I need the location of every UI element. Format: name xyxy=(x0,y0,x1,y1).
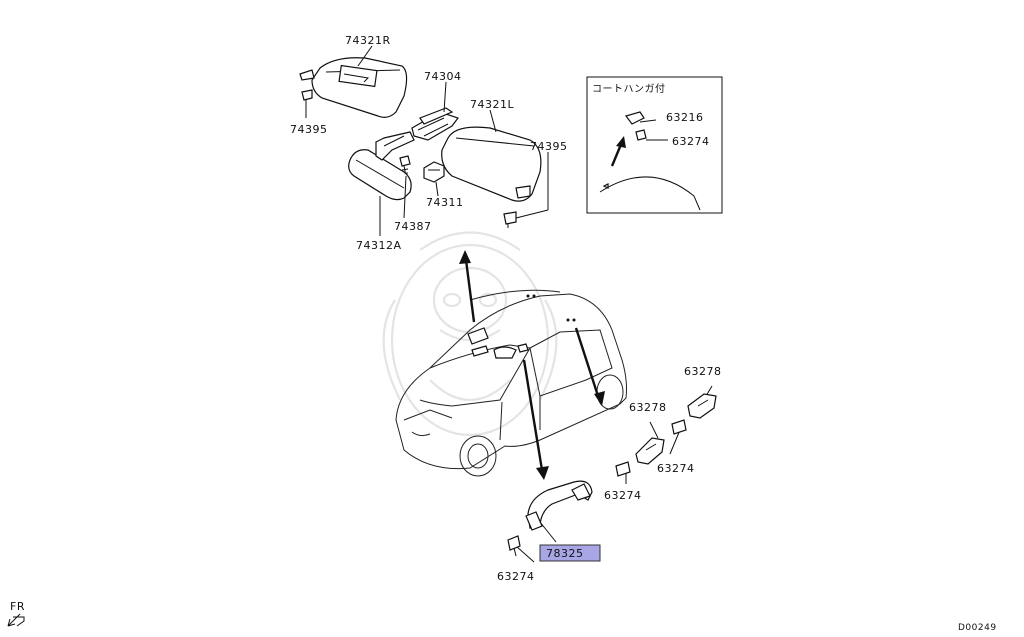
diagram-code: D00249 xyxy=(958,623,997,633)
sun-visor-left[interactable] xyxy=(441,126,542,202)
label-63274-grip[interactable]: 63274 xyxy=(497,570,535,583)
leader-lines xyxy=(305,45,713,563)
label-74311[interactable]: 74311 xyxy=(426,196,464,209)
clip-63274-grip[interactable] xyxy=(507,535,521,557)
label-63278-b[interactable]: 63278 xyxy=(684,365,722,378)
visor-holder[interactable] xyxy=(423,161,445,183)
clip-63274-hanger-b[interactable] xyxy=(671,419,687,435)
clip-74395-right[interactable] xyxy=(503,211,517,228)
label-63278-a[interactable]: 63278 xyxy=(629,401,667,414)
coat-hanger-cover-a[interactable] xyxy=(635,437,665,465)
label-74395-left[interactable]: 74395 xyxy=(290,123,328,136)
highlight-78325 xyxy=(539,544,601,562)
label-74321L[interactable]: 74321L xyxy=(470,98,514,111)
clip-63274-hanger-a[interactable] xyxy=(615,461,631,477)
arrow-to-hangers xyxy=(574,327,605,406)
arrow-to-grip xyxy=(522,359,549,480)
rear-view-mirror[interactable] xyxy=(348,131,415,201)
label-78325[interactable]: 78325 xyxy=(546,547,584,560)
arrow-to-visors xyxy=(459,250,476,323)
label-74321R[interactable]: 74321R xyxy=(345,34,391,47)
coat-hanger-inset xyxy=(586,76,723,214)
inset-title: コートハンガ付 xyxy=(592,82,666,95)
coat-hanger-cover-b[interactable] xyxy=(687,393,717,419)
label-74312A[interactable]: 74312A xyxy=(356,239,402,252)
label-74304[interactable]: 74304 xyxy=(424,70,462,83)
front-direction-indicator: FR xyxy=(7,600,25,627)
fr-label: FR xyxy=(10,600,25,613)
label-63274-inset[interactable]: 63274 xyxy=(672,135,710,148)
sun-visor-right[interactable] xyxy=(299,57,408,118)
fr-arrow-icon xyxy=(7,613,25,627)
label-74387[interactable]: 74387 xyxy=(394,220,432,233)
car-body-outline xyxy=(395,289,627,477)
inset-arrow xyxy=(610,136,626,167)
label-63274-b[interactable]: 63274 xyxy=(657,462,695,475)
label-63274-a[interactable]: 63274 xyxy=(604,489,642,502)
label-74395-right[interactable]: 74395 xyxy=(530,140,568,153)
assist-grip[interactable] xyxy=(525,480,593,531)
clip-74395-left[interactable] xyxy=(301,89,313,104)
label-63216[interactable]: 63216 xyxy=(666,111,704,124)
